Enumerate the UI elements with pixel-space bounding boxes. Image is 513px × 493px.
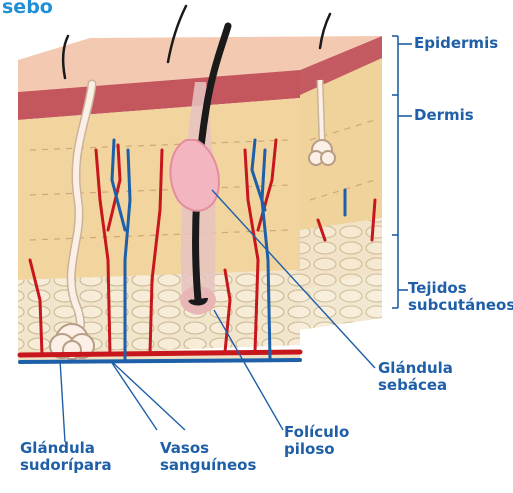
label-tejidos-line2: subcutáneos (408, 297, 513, 314)
layer-bracket (392, 36, 412, 308)
label-foliculo-line1: Folículo (284, 424, 349, 441)
block-side-face (300, 36, 382, 330)
label-tejidos-line1: Tejidos (408, 280, 513, 297)
label-epidermis: Epidermis (414, 35, 498, 52)
label-sudoripara-line2: sudorípara (20, 457, 112, 474)
label-sebacea-line1: Glándula (378, 360, 453, 377)
label-tejidos-subcutaneos: Tejidos subcutáneos (408, 280, 513, 314)
label-glandula-sebacea: Glándula sebácea (378, 360, 453, 394)
title-fragment: sebo (2, 0, 53, 18)
label-vasos-line2: sanguíneos (160, 457, 256, 474)
label-dermis: Dermis (414, 107, 474, 124)
label-vasos-line1: Vasos (160, 440, 256, 457)
label-foliculo-piloso: Folículo piloso (284, 424, 349, 458)
label-foliculo-line2: piloso (284, 441, 349, 458)
label-vasos-sanguineos: Vasos sanguíneos (160, 440, 256, 474)
label-glandula-sudoripara: Glándula sudorípara (20, 440, 112, 474)
label-sudoripara-line1: Glándula (20, 440, 112, 457)
label-sebacea-line2: sebácea (378, 377, 453, 394)
